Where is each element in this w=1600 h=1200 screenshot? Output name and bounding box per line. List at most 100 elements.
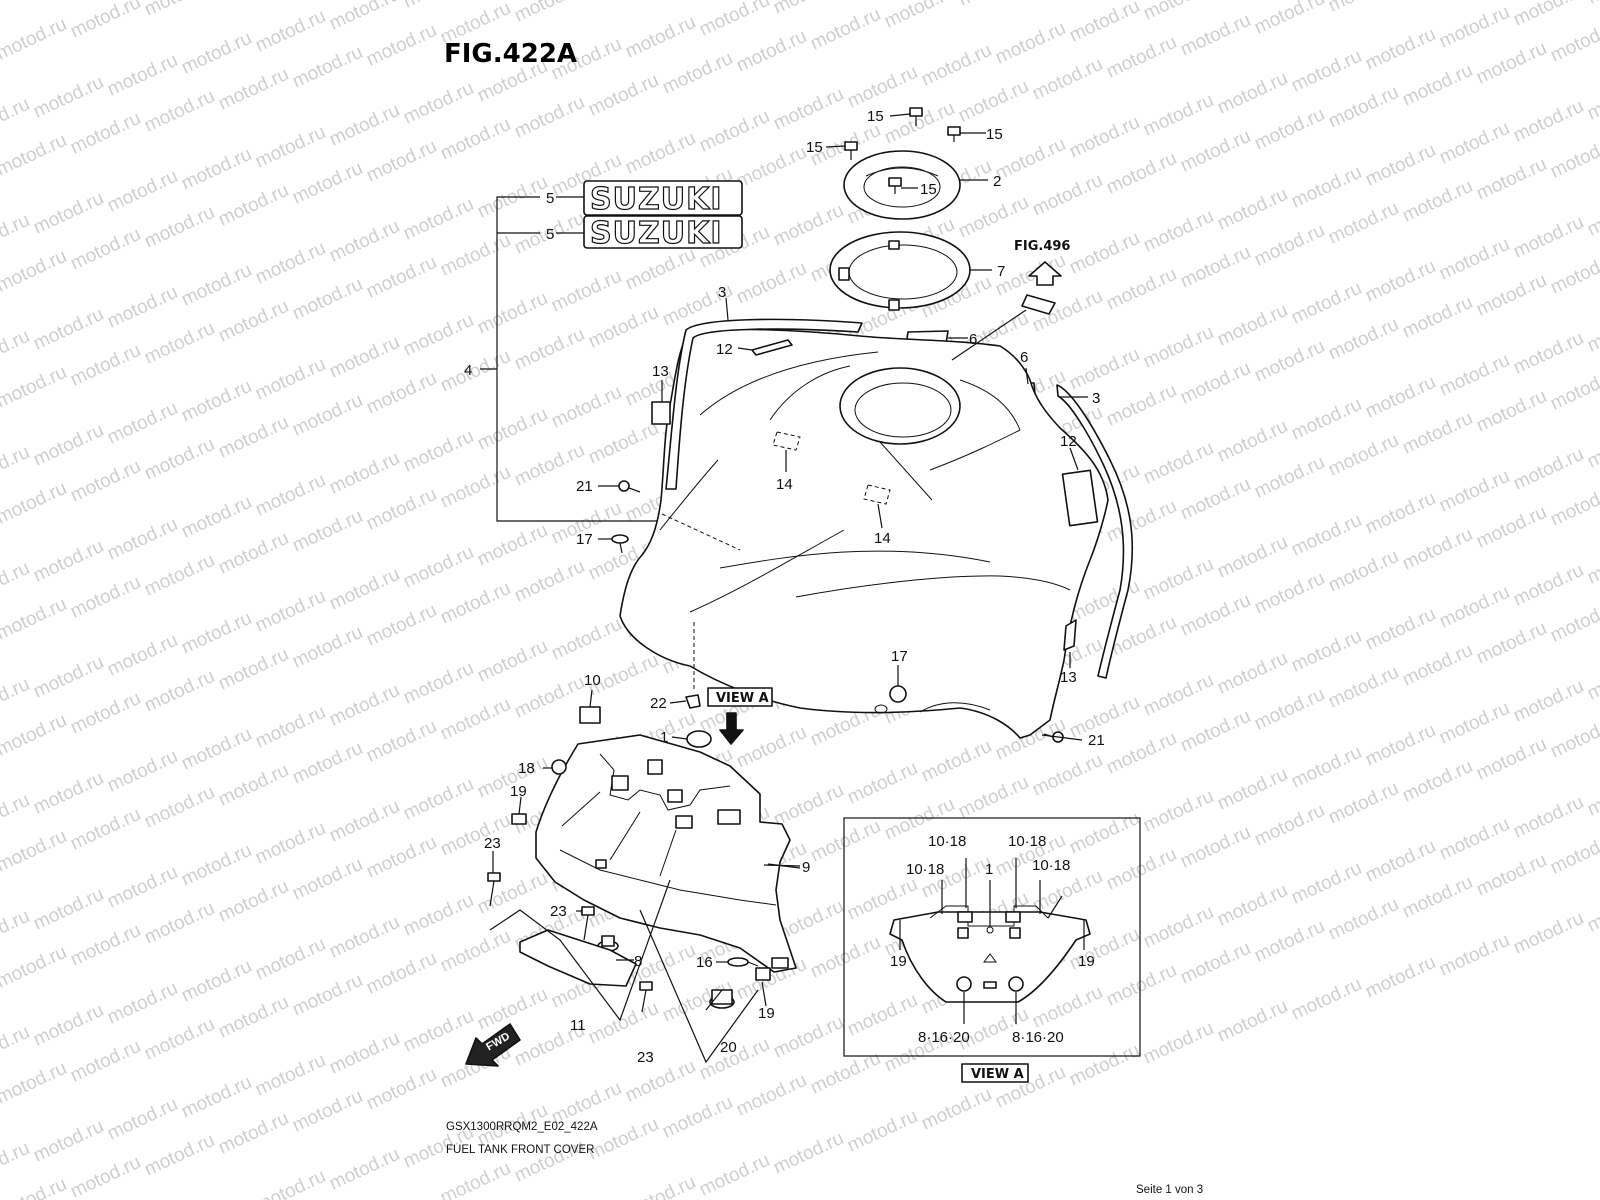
watermark: motod.ru bbox=[400, 0, 477, 13]
fuel-tank bbox=[619, 328, 1109, 739]
pad-13-right bbox=[1063, 619, 1077, 651]
watermark: motod.ru bbox=[1473, 386, 1550, 437]
watermark: motod.ru bbox=[1251, 0, 1328, 39]
watermark: motod.ru bbox=[770, 84, 847, 135]
watermark: motod.ru bbox=[1547, 364, 1600, 415]
watermark: motod.ru bbox=[474, 288, 551, 339]
watermark: motod.ru bbox=[1140, 670, 1217, 721]
watermark: motod.ru bbox=[363, 600, 440, 651]
watermark: motod.ru bbox=[0, 362, 70, 413]
watermark: motod.ru bbox=[1436, 814, 1513, 865]
watermark: motod.ru bbox=[400, 890, 477, 941]
watermark: motod.ru bbox=[363, 136, 440, 187]
watermark: motod.ru bbox=[1399, 176, 1476, 227]
watermark: motod.ru bbox=[141, 782, 218, 833]
watermark: motod.ru bbox=[289, 1086, 366, 1137]
watermark: motod.ru bbox=[437, 462, 514, 513]
callout-12: 12 bbox=[716, 341, 733, 358]
emblem-upper: SUZUKI bbox=[583, 180, 743, 218]
watermark: motod.ru bbox=[1362, 24, 1439, 75]
watermark: motod.ru bbox=[326, 1028, 403, 1079]
watermark: motod.ru bbox=[1177, 822, 1254, 873]
watermark: motod.ru bbox=[252, 6, 329, 57]
watermark: motod.ru bbox=[289, 738, 366, 789]
watermark: motod.ru bbox=[622, 128, 699, 179]
watermark: motod.ru bbox=[141, 898, 218, 949]
watermark: motod.ru bbox=[1510, 0, 1587, 31]
leader-20-group bbox=[705, 989, 723, 1011]
watermark: motod.ru bbox=[1584, 654, 1600, 705]
watermark: motod.ru bbox=[363, 948, 440, 999]
watermark: motod.ru bbox=[622, 244, 699, 295]
watermark: motod.ru bbox=[363, 484, 440, 535]
callout-1: 1 bbox=[660, 729, 668, 746]
callout-14: 14 bbox=[874, 530, 891, 547]
view-a-tag-label: VIEW A bbox=[716, 691, 769, 706]
watermark: motod.ru bbox=[215, 876, 292, 927]
watermark: motod.ru bbox=[1584, 190, 1600, 241]
watermark: motod.ru bbox=[0, 1058, 70, 1109]
watermark: motod.ru bbox=[326, 448, 403, 499]
watermark: motod.ru bbox=[1510, 96, 1587, 147]
rubber-3-left bbox=[665, 318, 863, 490]
watermark: motod.ru bbox=[1140, 902, 1217, 953]
watermark: motod.ru bbox=[215, 1108, 292, 1159]
callout-21: 21 bbox=[576, 478, 593, 495]
watermark: motod.ru bbox=[326, 1144, 403, 1195]
watermark: motod.ru bbox=[252, 1050, 329, 1101]
watermark: motod.ru bbox=[400, 1006, 477, 1057]
watermark: motod.ru bbox=[0, 906, 33, 957]
pad-13-left bbox=[651, 401, 671, 425]
callout-23: 23 bbox=[550, 903, 567, 920]
watermark: motod.ru bbox=[67, 224, 144, 275]
callout-23: 23 bbox=[637, 1049, 654, 1066]
watermark: motod.ru bbox=[918, 1084, 995, 1135]
watermark: motod.ru bbox=[1436, 2, 1513, 53]
watermark: motod.ru bbox=[1177, 590, 1254, 641]
bolt-23-left bbox=[487, 872, 501, 907]
view-a-label-1: 1 bbox=[985, 861, 993, 878]
callout-9: 9 bbox=[802, 859, 810, 876]
watermark: motod.ru bbox=[1436, 234, 1513, 285]
watermark: motod.ru bbox=[104, 978, 181, 1029]
watermark: motod.ru bbox=[326, 0, 403, 35]
watermark: motod.ru bbox=[1214, 532, 1291, 583]
watermark: motod.ru bbox=[1288, 858, 1365, 909]
watermark: motod.ru bbox=[1251, 452, 1328, 503]
watermark: motod.ru bbox=[1510, 560, 1587, 611]
watermark: motod.ru bbox=[622, 12, 699, 63]
watermark: motod.ru bbox=[1177, 938, 1254, 989]
watermark: motod.ru bbox=[178, 608, 255, 659]
watermark: motod.ru bbox=[67, 1036, 144, 1087]
watermark: motod.ru bbox=[511, 556, 588, 607]
view-a-caption: VIEW A bbox=[971, 1067, 1024, 1082]
watermark: motod.ru bbox=[1251, 336, 1328, 387]
watermark: motod.ru bbox=[326, 100, 403, 151]
watermark: motod.ru bbox=[1362, 140, 1439, 191]
watermark: motod.ru bbox=[67, 108, 144, 159]
watermark: motod.ru bbox=[474, 404, 551, 455]
watermark: motod.ru bbox=[400, 542, 477, 593]
callout-5: 5 bbox=[546, 226, 554, 243]
watermark: motod.ru bbox=[1362, 952, 1439, 1003]
callout-23: 23 bbox=[484, 835, 501, 852]
callout-2: 2 bbox=[993, 173, 1001, 190]
watermark: motod.ru bbox=[252, 818, 329, 869]
watermark: motod.ru bbox=[1066, 228, 1143, 279]
watermark: motod.ru bbox=[289, 42, 366, 93]
callout-12: 12 bbox=[1060, 433, 1077, 450]
watermark: motod.ru bbox=[0, 246, 70, 297]
leader-lines bbox=[492, 113, 1088, 1007]
watermark: motod.ru bbox=[1251, 684, 1328, 735]
watermark: motod.ru bbox=[1510, 792, 1587, 843]
watermark: motod.ru bbox=[1140, 438, 1217, 489]
watermark: motod.ru bbox=[363, 252, 440, 303]
watermark: motod.ru bbox=[0, 326, 33, 377]
watermark: motod.ru bbox=[289, 158, 366, 209]
callout-4: 4 bbox=[464, 362, 472, 379]
watermark: motod.ru bbox=[1325, 430, 1402, 481]
watermark: motod.ru bbox=[67, 804, 144, 855]
callout-3: 3 bbox=[1092, 390, 1100, 407]
pad-6-upper bbox=[1021, 294, 1056, 315]
